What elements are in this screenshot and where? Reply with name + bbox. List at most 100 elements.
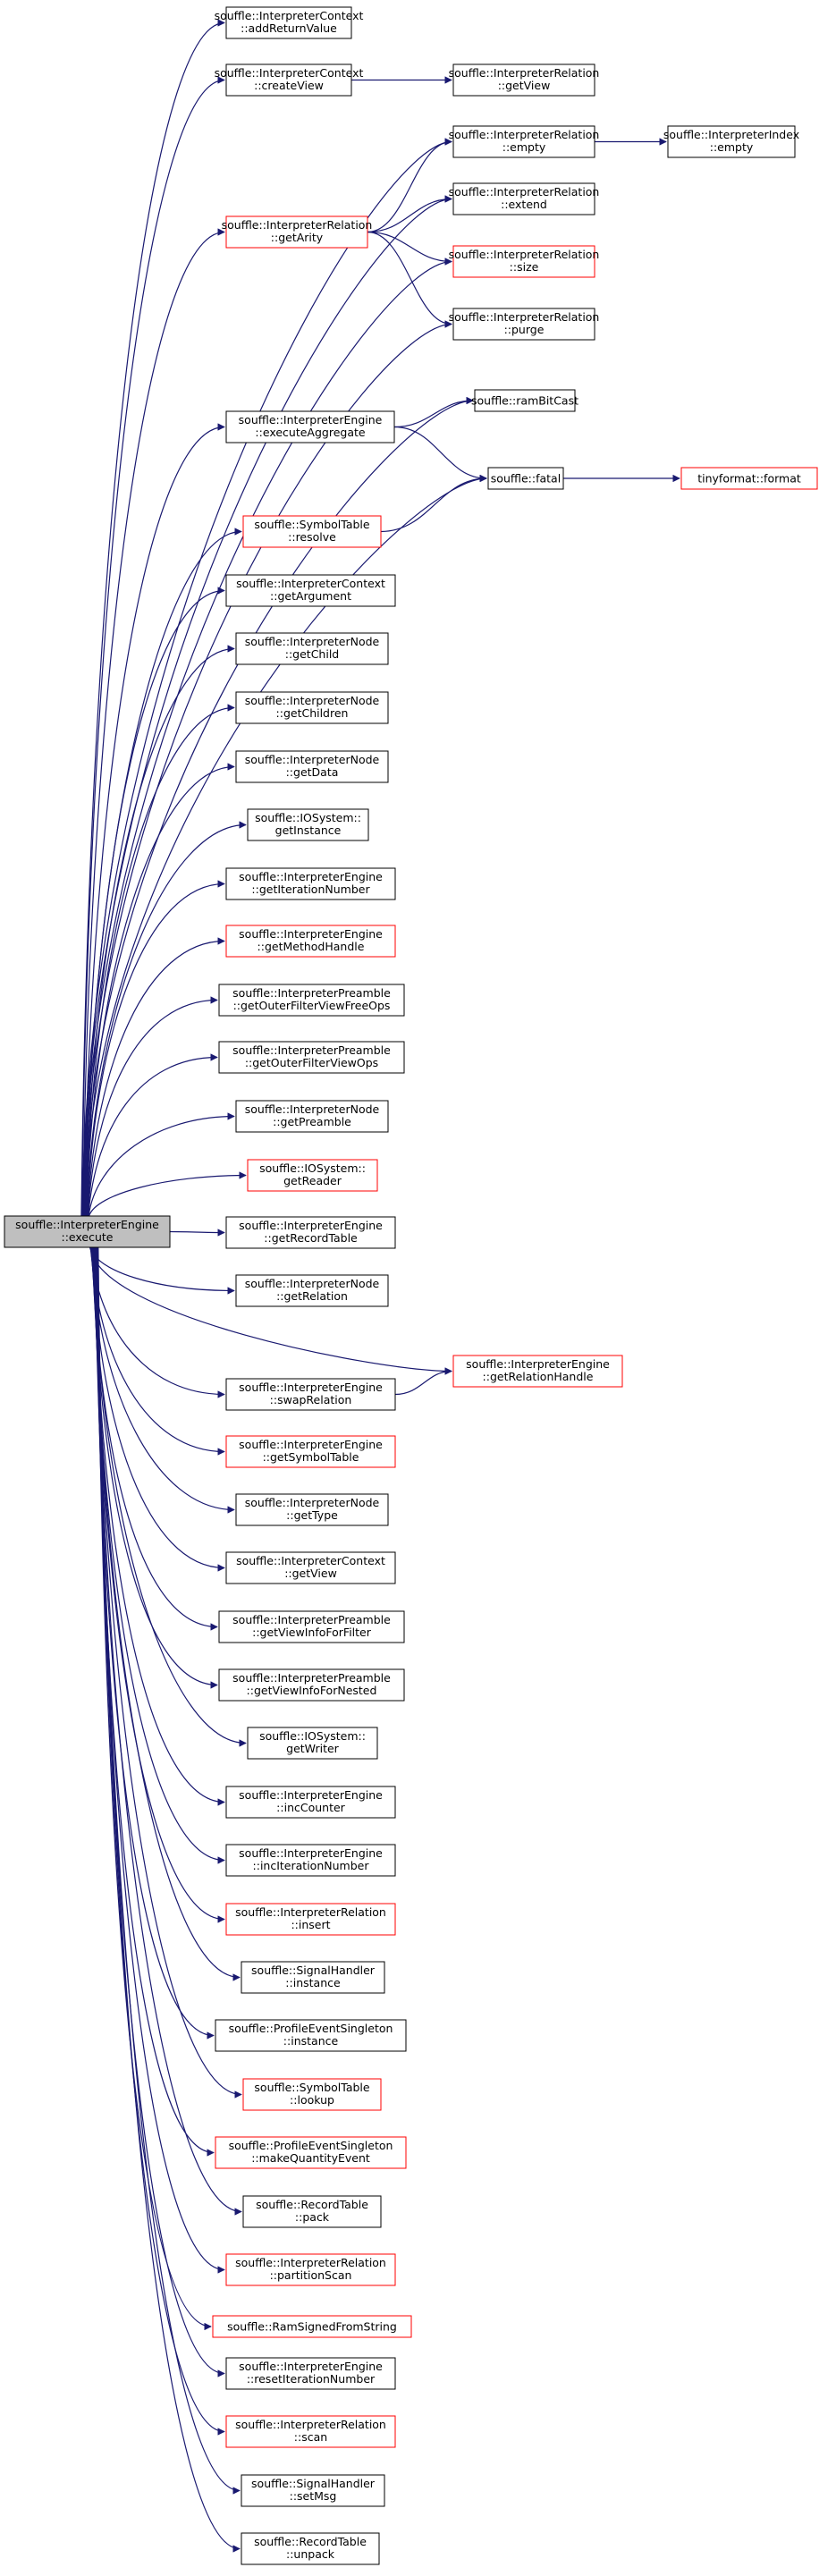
- node-label: souffle::InterpreterPreamble: [232, 1671, 391, 1685]
- node-getIterationNumber[interactable]: souffle::InterpreterEngine::getIteration…: [225, 867, 396, 900]
- edge-executeAggregate-to-fatal: [393, 426, 487, 483]
- node-box: [241, 2474, 385, 2507]
- node-label: souffle::InterpreterPreamble: [232, 986, 391, 1000]
- node-label: ::resolve: [288, 530, 336, 544]
- node-getView_rel[interactable]: souffle::InterpreterRelation::getView: [449, 63, 600, 97]
- edge-root-to-getViewInfoForNested: [91, 1246, 218, 1689]
- node-label: ::incIterationNumber: [253, 1859, 370, 1872]
- node-label: ::empty: [502, 140, 546, 154]
- node-getSymbolTable[interactable]: souffle::InterpreterEngine::getSymbolTab…: [225, 1435, 396, 1468]
- node-label: souffle::InterpreterEngine: [15, 1218, 159, 1231]
- node-label: souffle::InterpreterEngine: [239, 2360, 383, 2373]
- node-label: ::partitionScan: [270, 2268, 352, 2282]
- node-getInstance[interactable]: souffle::IOSystem::getInstance: [247, 808, 369, 841]
- edge-root-to-getOuterFilterViewFreeOps: [87, 996, 218, 1217]
- node-box: [225, 1903, 396, 1936]
- node-label: tinyformat::format: [697, 472, 801, 486]
- node-label: ::resetIterationNumber: [247, 2372, 376, 2386]
- node-label: getReader: [283, 1174, 342, 1187]
- node-label: ::empty: [710, 140, 754, 154]
- node-sh_instance[interactable]: souffle::SignalHandler::instance: [241, 1961, 385, 1994]
- node-box: [225, 2253, 396, 2286]
- node-label: ::getView: [284, 1567, 337, 1580]
- node-label: souffle::InterpreterEngine: [239, 927, 383, 941]
- node-label: ::unpack: [286, 2547, 335, 2561]
- node-box: [235, 1274, 389, 1307]
- node-box: [235, 632, 389, 665]
- node-box: [218, 1610, 405, 1643]
- node-getWriter[interactable]: souffle::IOSystem::getWriter: [247, 1727, 378, 1760]
- node-resolve[interactable]: souffle::SymbolTable::resolve: [242, 515, 382, 548]
- node-label: souffle::InterpreterEngine: [239, 1438, 383, 1451]
- node-label: ::scan: [294, 2430, 327, 2444]
- node-addReturnValue[interactable]: souffle::InterpreterContext::addReturnVa…: [215, 6, 364, 39]
- node-label: souffle::InterpreterEngine: [239, 413, 383, 427]
- node-label: ::getView: [498, 79, 551, 92]
- node-getArgument[interactable]: souffle::InterpreterContext::getArgument: [225, 574, 396, 607]
- node-getOuterFilterViewFreeOps[interactable]: souffle::InterpreterPreamble::getOuterFi…: [218, 984, 405, 1017]
- node-root[interactable]: souffle::InterpreterEngine::execute: [4, 1215, 171, 1248]
- node-resetIterationNumber[interactable]: souffle::InterpreterEngine::resetIterati…: [225, 2357, 396, 2390]
- node-box: [241, 1961, 385, 1994]
- node-makeQuantityEvent[interactable]: souffle::ProfileEventSingleton::makeQuan…: [215, 2136, 407, 2169]
- node-pes_instance[interactable]: souffle::ProfileEventSingleton::instance: [215, 2019, 407, 2052]
- node-box: [680, 467, 818, 490]
- node-label: ::createView: [254, 79, 324, 92]
- node-getRecordTable[interactable]: souffle::InterpreterEngine::getRecordTab…: [225, 1216, 396, 1249]
- node-purge[interactable]: souffle::InterpreterRelation::purge: [449, 308, 600, 341]
- node-getData[interactable]: souffle::InterpreterNode::getData: [235, 750, 389, 783]
- node-getPreamble[interactable]: souffle::InterpreterNode::getPreamble: [235, 1100, 389, 1133]
- node-getRelation[interactable]: souffle::InterpreterNode::getRelation: [235, 1274, 389, 1307]
- node-label: souffle::InterpreterContext: [215, 66, 364, 80]
- node-fatal[interactable]: souffle::fatal: [487, 467, 564, 490]
- node-insert[interactable]: souffle::InterpreterRelation::insert: [225, 1903, 396, 1936]
- node-box: [242, 2195, 382, 2228]
- node-getView_ctx[interactable]: souffle::InterpreterContext::getView: [225, 1551, 396, 1584]
- node-box: [242, 515, 382, 548]
- node-getViewInfoForNested[interactable]: souffle::InterpreterPreamble::getViewInf…: [218, 1668, 405, 1702]
- node-extend[interactable]: souffle::InterpreterRelation::extend: [449, 182, 600, 215]
- node-label: ::getOuterFilterViewFreeOps: [233, 999, 391, 1012]
- node-getMethodHandle[interactable]: souffle::InterpreterEngine::getMethodHan…: [225, 925, 396, 958]
- node-label: souffle::IOSystem::: [259, 1161, 366, 1175]
- node-size[interactable]: souffle::InterpreterRelation::size: [449, 245, 600, 278]
- node-getRelationHandle[interactable]: souffle::InterpreterEngine::getRelationH…: [452, 1355, 623, 1388]
- edge-getArity-to-purge: [367, 231, 452, 328]
- node-empty_rel[interactable]: souffle::InterpreterRelation::empty: [449, 125, 600, 158]
- edge-root-to-executeAggregate: [83, 423, 225, 1217]
- node-executeAggregate[interactable]: souffle::InterpreterEngine::executeAggre…: [225, 410, 395, 443]
- edge-root-to-getOuterFilterViewOps: [88, 1053, 218, 1217]
- node-box: [225, 1435, 396, 1468]
- node-box: [487, 467, 564, 490]
- node-unpack[interactable]: souffle::RecordTable::unpack: [241, 2532, 380, 2565]
- node-getChildren[interactable]: souffle::InterpreterNode::getChildren: [235, 691, 389, 724]
- node-box: [667, 125, 796, 158]
- node-empty_idx[interactable]: souffle::InterpreterIndex::empty: [663, 125, 799, 158]
- node-format[interactable]: tinyformat::format: [680, 467, 818, 490]
- node-incCounter[interactable]: souffle::InterpreterEngine::incCounter: [225, 1786, 396, 1819]
- edge-root-to-getData: [85, 763, 235, 1217]
- node-setMsg[interactable]: souffle::SignalHandler::setMsg: [241, 2474, 385, 2507]
- edge-resolve-to-fatal: [380, 474, 487, 533]
- node-getOuterFilterViewOps[interactable]: souffle::InterpreterPreamble::getOuterFi…: [218, 1041, 405, 1074]
- node-getReader[interactable]: souffle::IOSystem::getReader: [247, 1159, 378, 1192]
- node-RamSignedFromString[interactable]: souffle::RamSignedFromString: [212, 2315, 412, 2338]
- node-createView[interactable]: souffle::InterpreterContext::createView: [215, 63, 364, 97]
- node-ramBitCast[interactable]: souffle::ramBitCast: [471, 389, 578, 412]
- node-box: [218, 984, 405, 1017]
- node-getArity[interactable]: souffle::InterpreterRelation::getArity: [222, 215, 373, 249]
- node-lookup[interactable]: souffle::SymbolTable::lookup: [242, 2078, 382, 2111]
- node-label: souffle::RamSignedFromString: [227, 2320, 397, 2334]
- edge-root-to-unpack: [97, 1246, 241, 2553]
- node-partitionScan[interactable]: souffle::InterpreterRelation::partitionS…: [225, 2253, 396, 2286]
- node-getChild[interactable]: souffle::InterpreterNode::getChild: [235, 632, 389, 665]
- node-swapRelation[interactable]: souffle::InterpreterEngine::swapRelation: [225, 1378, 396, 1411]
- node-getViewInfoForFilter[interactable]: souffle::InterpreterPreamble::getViewInf…: [218, 1610, 405, 1643]
- node-getType[interactable]: souffle::InterpreterNode::getType: [235, 1493, 389, 1526]
- node-incIterationNumber[interactable]: souffle::InterpreterEngine::incIteration…: [225, 1844, 396, 1877]
- node-label: souffle::InterpreterNode: [245, 635, 380, 648]
- node-box: [242, 2078, 382, 2111]
- node-pack[interactable]: souffle::RecordTable::pack: [242, 2195, 382, 2228]
- node-scan[interactable]: souffle::InterpreterRelation::scan: [225, 2415, 396, 2448]
